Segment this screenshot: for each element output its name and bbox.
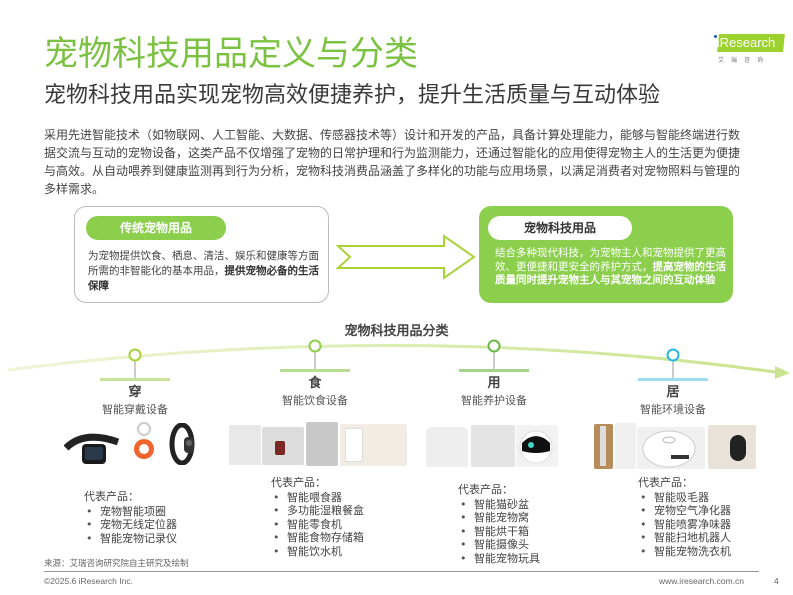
category-key: 用 bbox=[487, 376, 501, 391]
product-item: 智能食物存储箱 bbox=[271, 531, 364, 545]
classification-title: 宠物科技用品分类 bbox=[344, 324, 449, 339]
website-link[interactable]: www.iresearch.com.cn bbox=[659, 576, 745, 586]
pet-dryer-image bbox=[471, 425, 515, 467]
smart-collar-image bbox=[63, 428, 120, 466]
source-note: 来源：艾瑞咨询研究院自主研究及绘制 bbox=[44, 559, 189, 569]
products-list-home: 代表产品： 智能吸毛器 宠物空气净化器 智能喷雾净味器 智能扫地机器人 智能宠物… bbox=[638, 476, 731, 558]
air-purifier-image bbox=[615, 423, 636, 469]
vacuum-image bbox=[594, 424, 613, 469]
page-subtitle: 宠物科技用品实现宠物高效便捷养护，提升生活质量与互动体验 bbox=[44, 83, 661, 108]
traditional-products-label: 传统宠物用品 bbox=[86, 216, 226, 240]
feeder-image-4 bbox=[340, 424, 407, 466]
product-item: 智能猫砂盆 bbox=[458, 498, 540, 512]
tech-products-description: 结合多种现代科技，为宠物主人和宠物提供了更高效、更便捷和更安全的养护方式，提高宠… bbox=[495, 247, 726, 286]
category-home: 居 智能环境设备 bbox=[603, 384, 743, 418]
category-label: 智能穿戴设备 bbox=[102, 403, 168, 416]
category-label: 智能环境设备 bbox=[640, 403, 706, 416]
tech-products-label: 宠物科技用品 bbox=[488, 216, 632, 240]
product-item: 智能喂食器 bbox=[271, 491, 364, 505]
logo-subtext: 艾瑞咨询 bbox=[718, 57, 771, 64]
arrow-right-icon bbox=[336, 234, 476, 280]
category-label: 智能养护设备 bbox=[461, 394, 527, 407]
footer-divider bbox=[44, 571, 759, 572]
iresearch-logo: iResearch 艾瑞咨询 bbox=[714, 34, 786, 68]
robot-vacuum-image bbox=[637, 427, 705, 469]
product-item: 智能零食机 bbox=[271, 518, 364, 532]
gps-tracker-image bbox=[132, 421, 156, 463]
product-item: 智能烘干箱 bbox=[458, 525, 540, 539]
product-item: 宠物无线定位器 bbox=[84, 518, 177, 532]
product-item: 智能扫地机器人 bbox=[638, 531, 731, 545]
pet-robot-image bbox=[516, 425, 558, 467]
products-heading: 代表产品： bbox=[271, 476, 326, 489]
page-title: 宠物科技用品定义与分类 bbox=[44, 34, 418, 74]
page-number: 4 bbox=[774, 576, 779, 586]
category-key: 穿 bbox=[128, 385, 142, 400]
product-item: 智能宠物记录仪 bbox=[84, 532, 177, 546]
feeder-image-3 bbox=[306, 422, 338, 466]
category-label: 智能饮食设备 bbox=[282, 394, 348, 407]
products-heading: 代表产品： bbox=[84, 490, 139, 503]
litter-box-image bbox=[426, 427, 468, 467]
product-item: 智能饮水机 bbox=[271, 545, 364, 559]
products-list-food: 代表产品： 智能喂食器 多功能湿粮餐盒 智能零食机 智能食物存储箱 智能饮水机 bbox=[271, 476, 364, 558]
category-care: 用 智能养护设备 bbox=[424, 375, 564, 409]
logo-text: iResearch bbox=[716, 35, 776, 50]
traditional-products-description: 为宠物提供饮食、栖息、清洁、娱乐和健康等方面所需的非智能化的基本用品，提供宠物必… bbox=[88, 250, 319, 292]
classification-timeline bbox=[7, 339, 790, 381]
product-item: 智能宠物洗衣机 bbox=[638, 545, 731, 559]
product-item: 多功能湿粮餐盒 bbox=[271, 504, 364, 518]
products-heading: 代表产品： bbox=[458, 483, 513, 496]
product-item: 宠物空气净化器 bbox=[638, 504, 731, 518]
product-item: 智能摄像头 bbox=[458, 538, 540, 552]
pet-recorder-image bbox=[167, 422, 197, 466]
category-wear: 穿 智能穿戴设备 bbox=[65, 384, 205, 418]
product-item: 智能宠物窝 bbox=[458, 511, 540, 525]
intro-paragraph: 采用先进智能技术（如物联网、人工智能、大数据、传感器技术等）设计和开发的产品，具… bbox=[44, 128, 741, 196]
product-item: 智能喷雾净味器 bbox=[638, 518, 731, 532]
feeder-image-1 bbox=[229, 425, 261, 465]
products-list-wear: 代表产品： 宠物智能项圈 宠物无线定位器 智能宠物记录仪 bbox=[84, 490, 177, 545]
category-food: 食 智能饮食设备 bbox=[245, 375, 385, 409]
product-item: 智能吸毛器 bbox=[638, 491, 731, 505]
pet-washer-image bbox=[708, 425, 756, 469]
product-item: 宠物智能项圈 bbox=[84, 505, 177, 519]
feeder-image-2 bbox=[262, 427, 304, 465]
products-list-care: 代表产品： 智能猫砂盆 智能宠物窝 智能烘干箱 智能摄像头 智能宠物玩具 bbox=[458, 483, 540, 565]
category-key: 居 bbox=[666, 385, 680, 400]
category-key: 食 bbox=[308, 376, 322, 391]
products-heading: 代表产品： bbox=[638, 476, 693, 489]
copyright: ©2025.6 iResearch Inc. bbox=[44, 576, 133, 586]
logo-dot bbox=[714, 35, 717, 38]
product-item: 智能宠物玩具 bbox=[458, 552, 540, 566]
